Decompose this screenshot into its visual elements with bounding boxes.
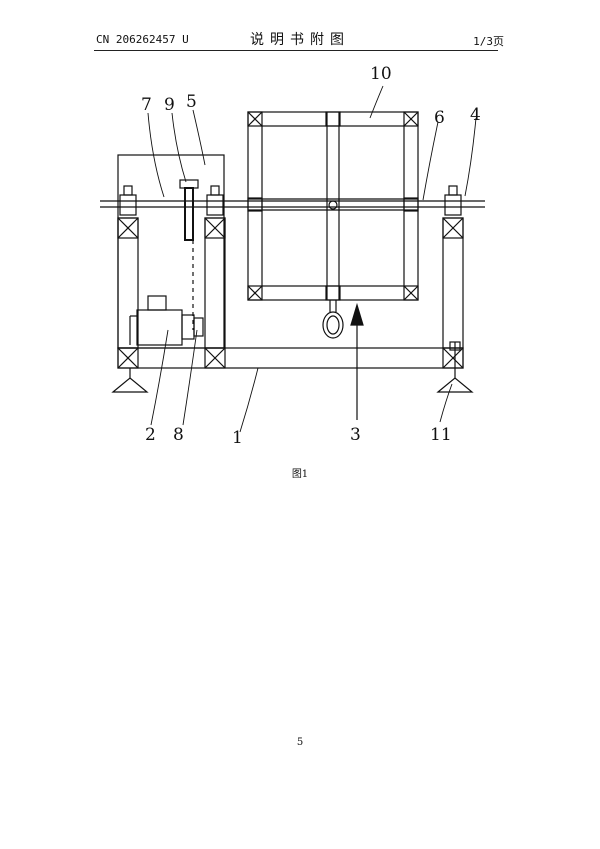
label-4: 4	[470, 105, 481, 125]
leader-lines	[147, 85, 477, 433]
rotating-frame	[247, 111, 419, 301]
label-6: 6	[434, 108, 445, 128]
sprocket-hub	[179, 179, 199, 189]
header-rule	[94, 50, 498, 51]
sprocket	[184, 187, 194, 241]
motor-top	[147, 295, 167, 311]
post-cross-blocks	[117, 217, 464, 369]
bearing-cap-2	[210, 185, 220, 196]
label-3: 3	[350, 425, 361, 445]
label-11: 11	[430, 425, 452, 445]
label-8: 8	[173, 425, 184, 445]
motor-coupling	[181, 314, 195, 340]
bearing-1	[119, 194, 137, 216]
leveling-feet	[111, 341, 474, 393]
label-2: 2	[145, 425, 156, 445]
figure-caption: 图1	[291, 469, 309, 480]
lifting-hook	[322, 300, 344, 339]
bearing-3	[444, 194, 462, 216]
motor-body	[136, 309, 183, 346]
bearing-2	[206, 194, 224, 216]
page-number: 5	[296, 737, 304, 748]
patent-number: CN 206262457 U	[96, 33, 189, 46]
motor-flange	[193, 317, 204, 337]
arrow-3-head	[350, 302, 364, 326]
label-10: 10	[370, 64, 392, 84]
label-7: 7	[141, 95, 152, 115]
base-beam	[117, 347, 464, 369]
bearing-cap-3	[448, 185, 458, 196]
label-9: 9	[164, 95, 175, 115]
left-housing	[117, 154, 225, 349]
label-1: 1	[232, 428, 243, 448]
section-title: 说明书附图	[250, 32, 350, 48]
page-of: 1/3页	[473, 35, 504, 48]
bearing-cap-1	[123, 185, 133, 196]
label-5: 5	[186, 92, 197, 112]
